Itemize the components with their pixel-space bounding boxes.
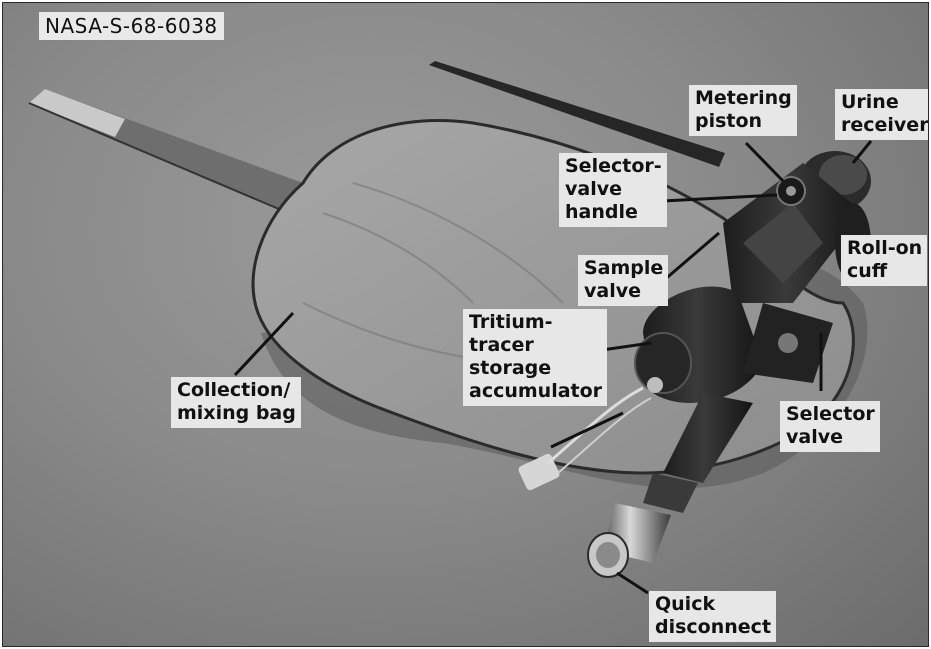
label-line: valve [565, 178, 622, 200]
label-line: piston [695, 110, 763, 132]
leader-lines [233, 140, 873, 595]
label-line: valve [584, 280, 641, 302]
label-line: mixing bag [177, 402, 296, 424]
label-tritium-tracer: Tritium- tracer storage accumulator [463, 309, 608, 406]
label-line: Sample [584, 257, 664, 279]
label-metering-piston: Metering piston [689, 85, 797, 136]
label-roll-on-cuff: Roll-on cuff [841, 235, 928, 286]
label-line: cuff [847, 260, 888, 282]
photo-id: NASA-S-68-6038 [39, 12, 224, 40]
label-line: disconnect [655, 616, 772, 638]
label-selector-valve-handle: Selector- valve handle [559, 153, 667, 227]
label-line: storage [469, 357, 552, 379]
label-line: Selector- [565, 155, 662, 177]
label-urine-receiver: Urine receiver [835, 89, 929, 140]
bag-strap [28, 89, 303, 216]
label-line: handle [565, 201, 638, 223]
label-line: Urine [841, 91, 899, 113]
ruler-bar [429, 61, 725, 167]
label-line: Selector [786, 403, 875, 425]
receiver-device [587, 151, 871, 578]
label-selector-valve: Selector valve [780, 401, 880, 452]
label-quick-disconnect: Quick disconnect [649, 591, 777, 642]
label-sample-valve: Sample valve [578, 255, 669, 306]
sample-tag [518, 386, 652, 491]
label-line: Metering [695, 87, 792, 109]
label-line: Tritium- [469, 311, 553, 333]
label-line: accumulator [469, 380, 603, 402]
label-line: Quick [655, 593, 716, 615]
label-line: valve [786, 426, 843, 448]
label-line: Roll-on [847, 237, 923, 259]
label-line: tracer [469, 334, 534, 356]
label-line: receiver [841, 114, 929, 136]
label-collection-bag: Collection/ mixing bag [171, 377, 301, 428]
label-line: Collection/ [177, 379, 291, 401]
